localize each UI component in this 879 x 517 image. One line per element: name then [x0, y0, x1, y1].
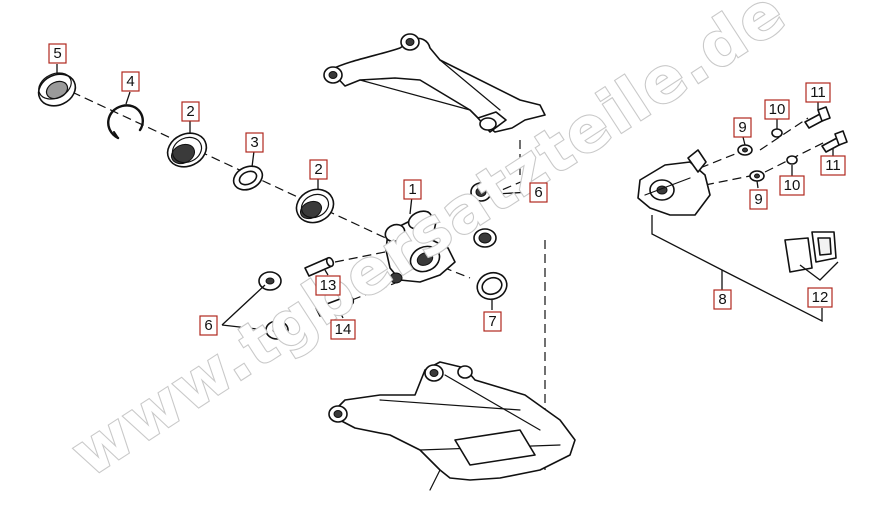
axis-line-bolt-upper-2: [759, 117, 809, 151]
pin-part-13: [304, 256, 335, 277]
washer-part-9-upper: [737, 144, 753, 156]
label-part-11-lower: 11: [820, 155, 846, 176]
svg-text:3: 3: [250, 134, 258, 151]
washer-part-9-lower: [749, 170, 765, 182]
oil-seal-part-5: [37, 72, 77, 107]
brake-caliper-part-8: [637, 149, 711, 216]
label-part-5: 5: [48, 43, 67, 64]
svg-text:7: 7: [488, 313, 496, 330]
leader-4: [125, 91, 131, 105]
upper-a-arm: [323, 33, 546, 133]
leader-12: [799, 261, 839, 281]
svg-text:1: 1: [408, 181, 416, 198]
label-part-1: 1: [403, 179, 422, 200]
label-part-9-upper: 9: [733, 117, 752, 138]
svg-text:2: 2: [314, 161, 322, 178]
leader-14: [339, 311, 344, 319]
ring-part-7: [476, 271, 508, 301]
bearing-part-2-right: [295, 188, 335, 224]
leader-lines: [56, 64, 839, 331]
svg-text:10: 10: [769, 101, 786, 118]
label-part-8: 8: [713, 289, 732, 310]
label-part-13: 13: [315, 275, 341, 296]
label-part-10-lower: 10: [779, 175, 805, 196]
svg-text:11: 11: [825, 157, 841, 174]
lower-a-arm: [328, 361, 576, 491]
label-part-10-upper: 10: [764, 99, 790, 120]
label-part-9-lower: 9: [749, 189, 768, 210]
svg-text:10: 10: [784, 177, 801, 194]
axis-line-pin-upper: [334, 249, 396, 263]
svg-text:5: 5: [53, 45, 61, 62]
label-part-6-upper: 6: [529, 182, 548, 203]
label-part-12: 12: [807, 287, 833, 308]
label-part-2-right: 2: [309, 159, 328, 180]
axis-line-upper: [489, 177, 531, 196]
svg-text:9: 9: [754, 191, 762, 208]
svg-text:12: 12: [812, 289, 829, 306]
svg-text:2: 2: [186, 103, 194, 120]
axis-line-bolt-lower: [704, 174, 756, 186]
leader-6a: [495, 191, 531, 195]
leader-3: [251, 150, 255, 168]
leader-9a: [742, 136, 746, 146]
washer-part-10-lower: [786, 155, 798, 165]
label-part-4: 4: [121, 71, 140, 92]
spacer-ring-part-3: [232, 165, 264, 191]
svg-text:4: 4: [126, 73, 134, 90]
svg-text:13: 13: [320, 277, 337, 294]
svg-text:14: 14: [335, 321, 352, 338]
brake-pads-part-12: [784, 231, 837, 273]
pin-part-14: [315, 294, 355, 317]
axis-line-bolt-upper: [699, 149, 746, 169]
svg-text:11: 11: [810, 84, 826, 101]
label-part-7: 7: [483, 311, 502, 332]
seal-part-6-upper: [470, 182, 492, 202]
axis-line-pin-lower: [351, 281, 399, 301]
label-part-11-upper: 11: [805, 82, 831, 103]
part-labels: 5 4 2 3 2 1 6 7 6 13 14 9 9 10 10 11 11 …: [48, 43, 846, 340]
label-part-14: 14: [330, 319, 356, 340]
washer-part-10-upper: [771, 128, 783, 138]
svg-text:8: 8: [718, 291, 726, 308]
bolt-part-11-lower: [821, 130, 848, 153]
leader-13: [324, 269, 329, 276]
svg-text:6: 6: [204, 317, 212, 334]
label-part-6-lower: 6: [199, 315, 218, 336]
axis-line-main: [71, 91, 391, 241]
circlip-part-4: [107, 104, 145, 140]
knuckle-part-1: [384, 210, 456, 284]
label-part-3: 3: [245, 132, 264, 153]
seal-part-6-middle: [473, 228, 497, 248]
leader-9b: [756, 180, 759, 189]
svg-text:6: 6: [534, 184, 542, 201]
bolt-part-11-upper: [804, 106, 831, 129]
leader-6b: [221, 284, 267, 331]
svg-text:9: 9: [738, 119, 746, 136]
label-part-2-left: 2: [181, 101, 200, 122]
bearing-part-2-left: [166, 132, 208, 168]
